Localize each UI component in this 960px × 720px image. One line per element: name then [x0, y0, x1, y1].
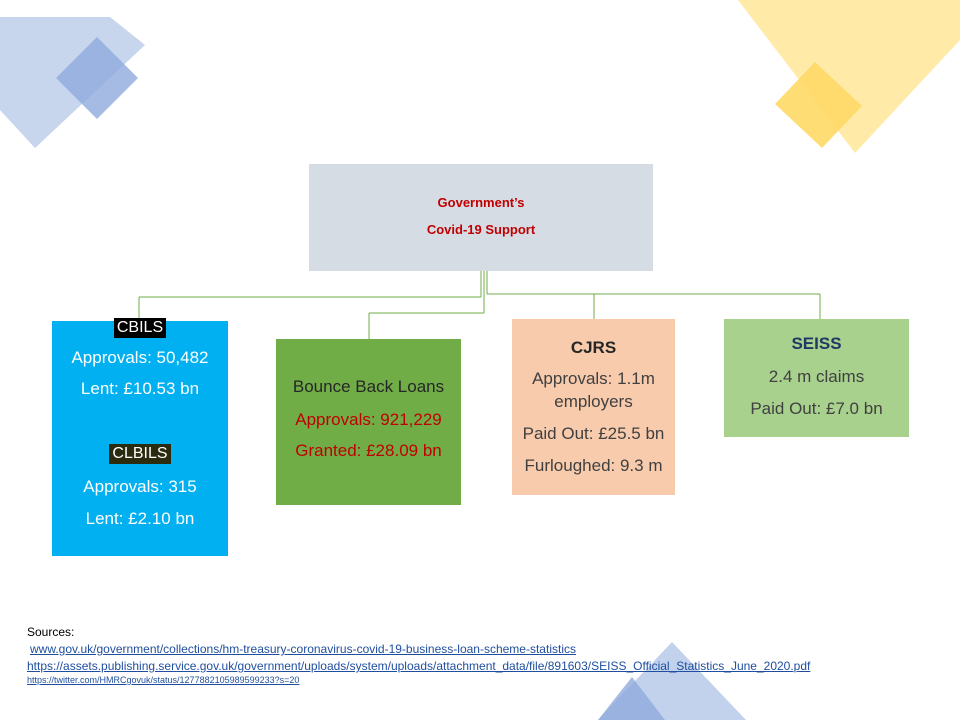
yellow-triangle-large	[738, 0, 960, 153]
seiss-paid-out: Paid Out: £7.0 bn	[750, 399, 883, 418]
root-title-line1: Government’s	[437, 195, 525, 210]
source-link-1[interactable]: www.gov.uk/government/collections/hm-tre…	[30, 642, 576, 656]
cjrs-node: CJRS Approvals: 1.1m employers Paid Out:…	[512, 319, 675, 495]
cbils-lent: Lent: £10.53 bn	[80, 379, 200, 398]
sources-label: Sources:	[27, 625, 75, 639]
seiss-node: SEISS 2.4 m claims Paid Out: £7.0 bn	[724, 319, 909, 437]
cjrs-title: CJRS	[570, 338, 617, 357]
root-node: Government’s Covid-19 Support	[309, 164, 653, 271]
clbils-label: CLBILS	[109, 444, 171, 464]
blue-triangle-bottom-left	[598, 677, 665, 720]
cjrs-paid-out: Paid Out: £25.5 bn	[522, 424, 665, 443]
bounce-back-node: Bounce Back Loans Approvals: 921,229 Gra…	[276, 339, 461, 505]
cbils-label: CBILS	[113, 318, 167, 338]
bounce-back-approvals: Approvals: 921,229	[295, 410, 442, 429]
blue-diamond-small	[56, 37, 138, 119]
source-link-3[interactable]: https://twitter.com/HMRCgovuk/status/127…	[27, 675, 300, 685]
source-link-2[interactable]: https://assets.publishing.service.gov.uk…	[27, 659, 811, 673]
seiss-claims: 2.4 m claims	[768, 367, 865, 386]
bounce-back-granted: Granted: £28.09 bn	[295, 441, 442, 460]
cbils-approvals: Approvals: 50,482	[71, 348, 209, 367]
clbils-lent: Lent: £2.10 bn	[85, 509, 195, 528]
root-title-line2: Covid-19 Support	[426, 222, 536, 237]
yellow-diamond-small	[775, 62, 862, 148]
cjrs-approvals-line2: employers	[554, 392, 633, 411]
clbils-approvals: Approvals: 315	[83, 477, 197, 496]
bounce-back-title: Bounce Back Loans	[292, 377, 445, 396]
cjrs-furloughed: Furloughed: 9.3 m	[524, 456, 663, 475]
cjrs-approvals-line1: Approvals: 1.1m	[532, 369, 655, 388]
seiss-title: SEISS	[791, 334, 842, 353]
cbils-node: CBILS Approvals: 50,482 Lent: £10.53 bn …	[52, 318, 228, 556]
